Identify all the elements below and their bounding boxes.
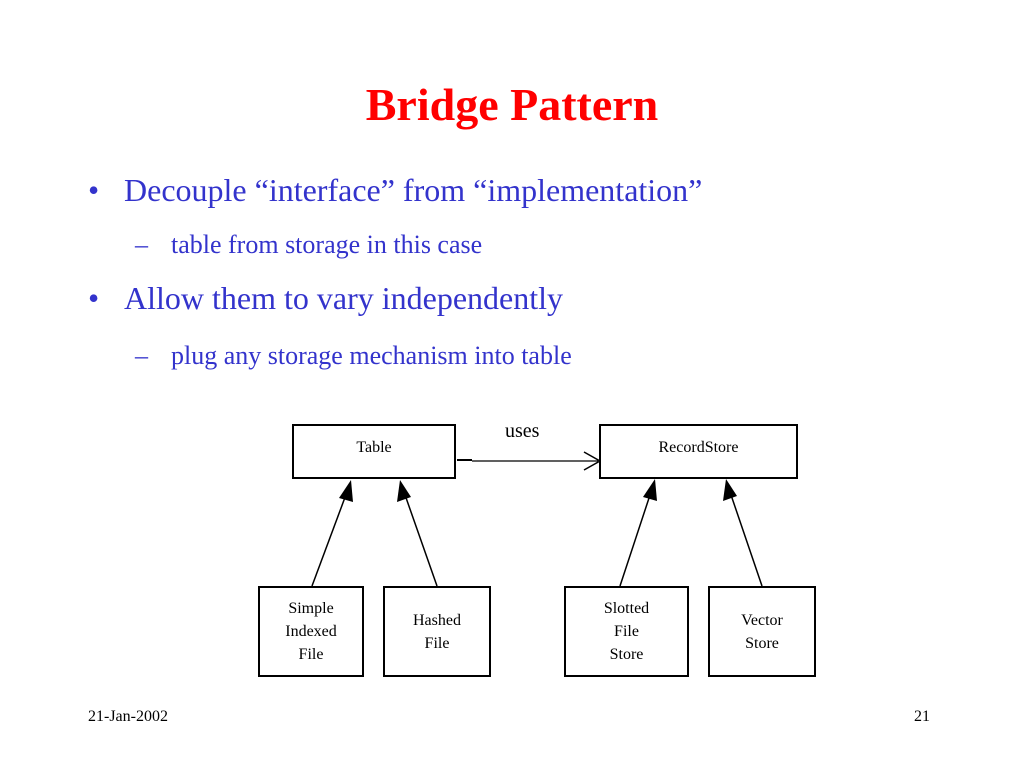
bullet-marker: • bbox=[88, 280, 100, 316]
class-name-line: Hashed bbox=[413, 611, 461, 629]
bullet-marker: • bbox=[88, 172, 100, 208]
class-name-line: File bbox=[298, 646, 324, 663]
inheritance-arrow-slotted-file-store bbox=[619, 479, 657, 587]
class-box-table: Table bbox=[292, 424, 456, 479]
class-name: RecordStore bbox=[658, 439, 739, 456]
class-box-simple-indexed-file: Simple Indexed File bbox=[258, 586, 364, 677]
class-box-vector-store: Vector Store bbox=[708, 586, 816, 677]
inheritance-arrow-simple-indexed-file bbox=[311, 480, 353, 587]
inheritance-arrow-hashed-file bbox=[397, 480, 438, 587]
class-name-line: Store bbox=[745, 634, 779, 652]
sub-bullet-item-1: –table from storage in this case bbox=[135, 230, 482, 260]
sub-bullet-marker: – bbox=[135, 230, 148, 259]
uses-label: uses bbox=[505, 420, 540, 442]
bullet-item-2: • Allow them to vary independently bbox=[88, 280, 563, 317]
class-name-line: Simple bbox=[288, 600, 334, 617]
class-name-line: Slotted bbox=[603, 600, 650, 617]
class-name-line: Indexed bbox=[285, 623, 337, 640]
class-name-line: File bbox=[614, 623, 639, 640]
class-name-line: Vector bbox=[741, 611, 783, 629]
sub-bullet-marker: – bbox=[135, 341, 148, 370]
class-box-hashed-file: Hashed File bbox=[383, 586, 491, 677]
sub-bullet-text: plug any storage mechanism into table bbox=[171, 341, 572, 370]
class-name: Table bbox=[356, 439, 392, 456]
footer-date: 21-Jan-2002 bbox=[88, 708, 168, 725]
page-number: 21 bbox=[914, 708, 930, 725]
slide-title: Bridge Pattern bbox=[365, 79, 659, 130]
class-name-line: Store bbox=[609, 646, 644, 663]
sub-bullet-item-2: –plug any storage mechanism into table bbox=[135, 341, 572, 371]
class-box-slotted-file-store: Slotted File Store bbox=[564, 586, 689, 677]
class-name-line: File bbox=[424, 634, 450, 652]
inheritance-arrow-vector-store bbox=[723, 479, 763, 587]
bullet-text: Decouple “interface” from “implementatio… bbox=[124, 172, 703, 208]
sub-bullet-text: table from storage in this case bbox=[171, 230, 483, 259]
bullet-text: Allow them to vary independently bbox=[124, 280, 564, 316]
bullet-item-1: • Decouple “interface” from “implementati… bbox=[88, 172, 702, 209]
class-box-record-store: RecordStore bbox=[599, 424, 798, 479]
